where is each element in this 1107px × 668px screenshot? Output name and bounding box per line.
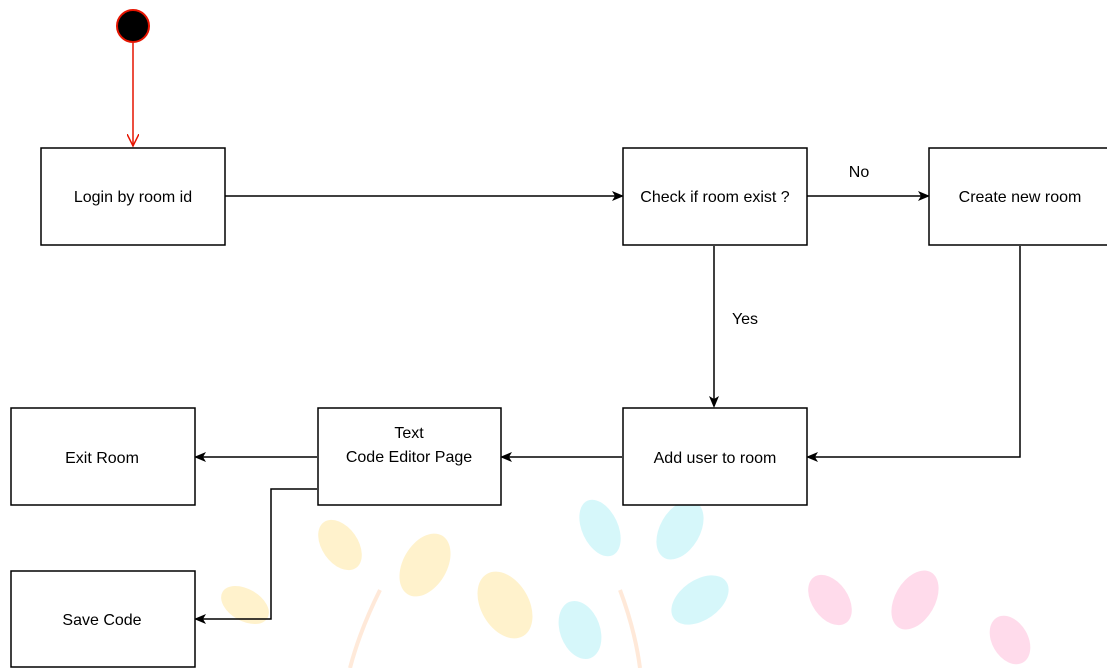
edge-label-no: No xyxy=(849,164,870,181)
node-exit-room: Exit Room xyxy=(10,407,196,506)
start-node xyxy=(116,9,150,43)
node-login: Login by room id xyxy=(40,147,226,246)
node-create-room: Create new room xyxy=(928,147,1107,246)
node-check-room-label: Check if room exist ? xyxy=(640,189,789,206)
node-code-editor-label-line1: Text xyxy=(394,425,424,442)
node-save-code: Save Code xyxy=(10,570,196,668)
node-check-room: Check if room exist ? xyxy=(622,147,808,246)
edge-label-yes: Yes xyxy=(732,311,758,328)
edge-create-add xyxy=(806,246,1021,462)
node-add-user-label: Add user to room xyxy=(654,450,777,467)
node-login-label: Login by room id xyxy=(74,189,192,206)
node-exit-room-label: Exit Room xyxy=(65,450,139,467)
node-save-code-label: Save Code xyxy=(62,612,141,629)
node-create-room-label: Create new room xyxy=(959,189,1082,206)
edge-editor-save xyxy=(194,488,317,624)
node-add-user: Add user to room xyxy=(622,407,808,506)
watermark-logo xyxy=(221,499,1031,668)
node-code-editor-label-line2: Code Editor Page xyxy=(346,449,472,466)
node-code-editor: Text Code Editor Page xyxy=(317,407,502,506)
